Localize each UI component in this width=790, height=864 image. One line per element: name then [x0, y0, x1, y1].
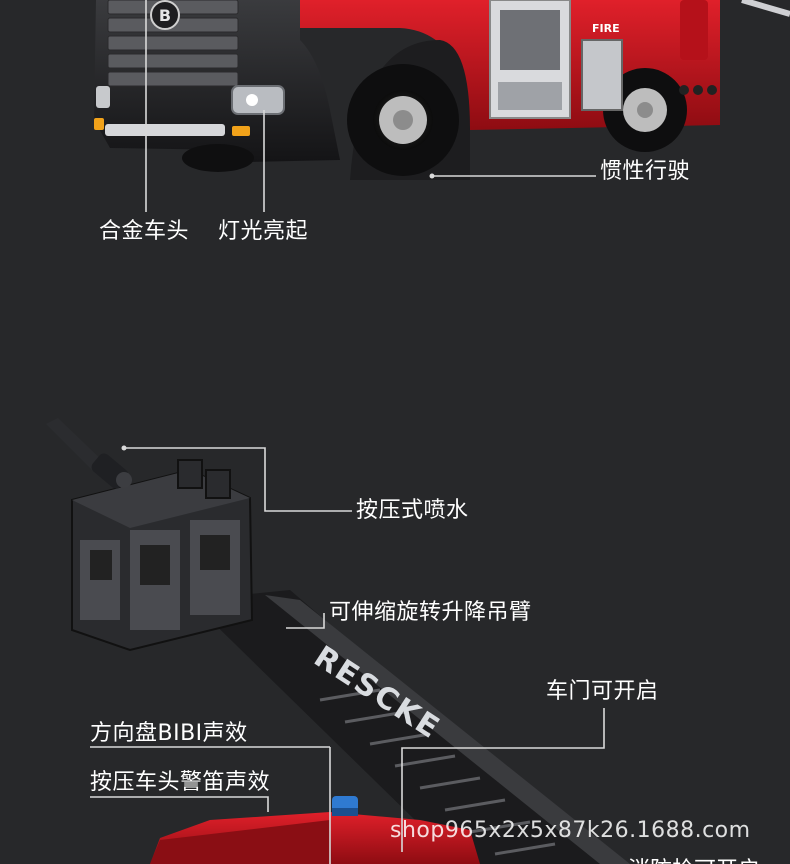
shop-watermark: shop965x2x5x87k26.1688.com: [390, 818, 751, 843]
callout-door-open: 车门可开启: [546, 679, 659, 704]
callout-press-spray: 按压式喷水: [356, 498, 469, 523]
truck-front-view: B FIRE: [92, 0, 790, 180]
truck-badge: B: [159, 6, 171, 25]
callout-telescopic-boom: 可伸缩旋转升降吊臂: [329, 600, 532, 625]
callout-bottom-partial: 消防栓可开启: [628, 852, 760, 864]
callout-press-siren: 按压车头警笛声效: [90, 770, 271, 795]
callout-lights-on: 灯光亮起: [218, 219, 309, 244]
callout-alloy-head: 合金车头: [99, 219, 190, 244]
callout-lines: [90, 0, 605, 864]
callout-inertia-drive: 惯性行驶: [600, 159, 691, 184]
fire-text: FIRE: [592, 22, 620, 35]
callout-steering-bibi: 方向盘BIBI声效: [90, 721, 248, 746]
